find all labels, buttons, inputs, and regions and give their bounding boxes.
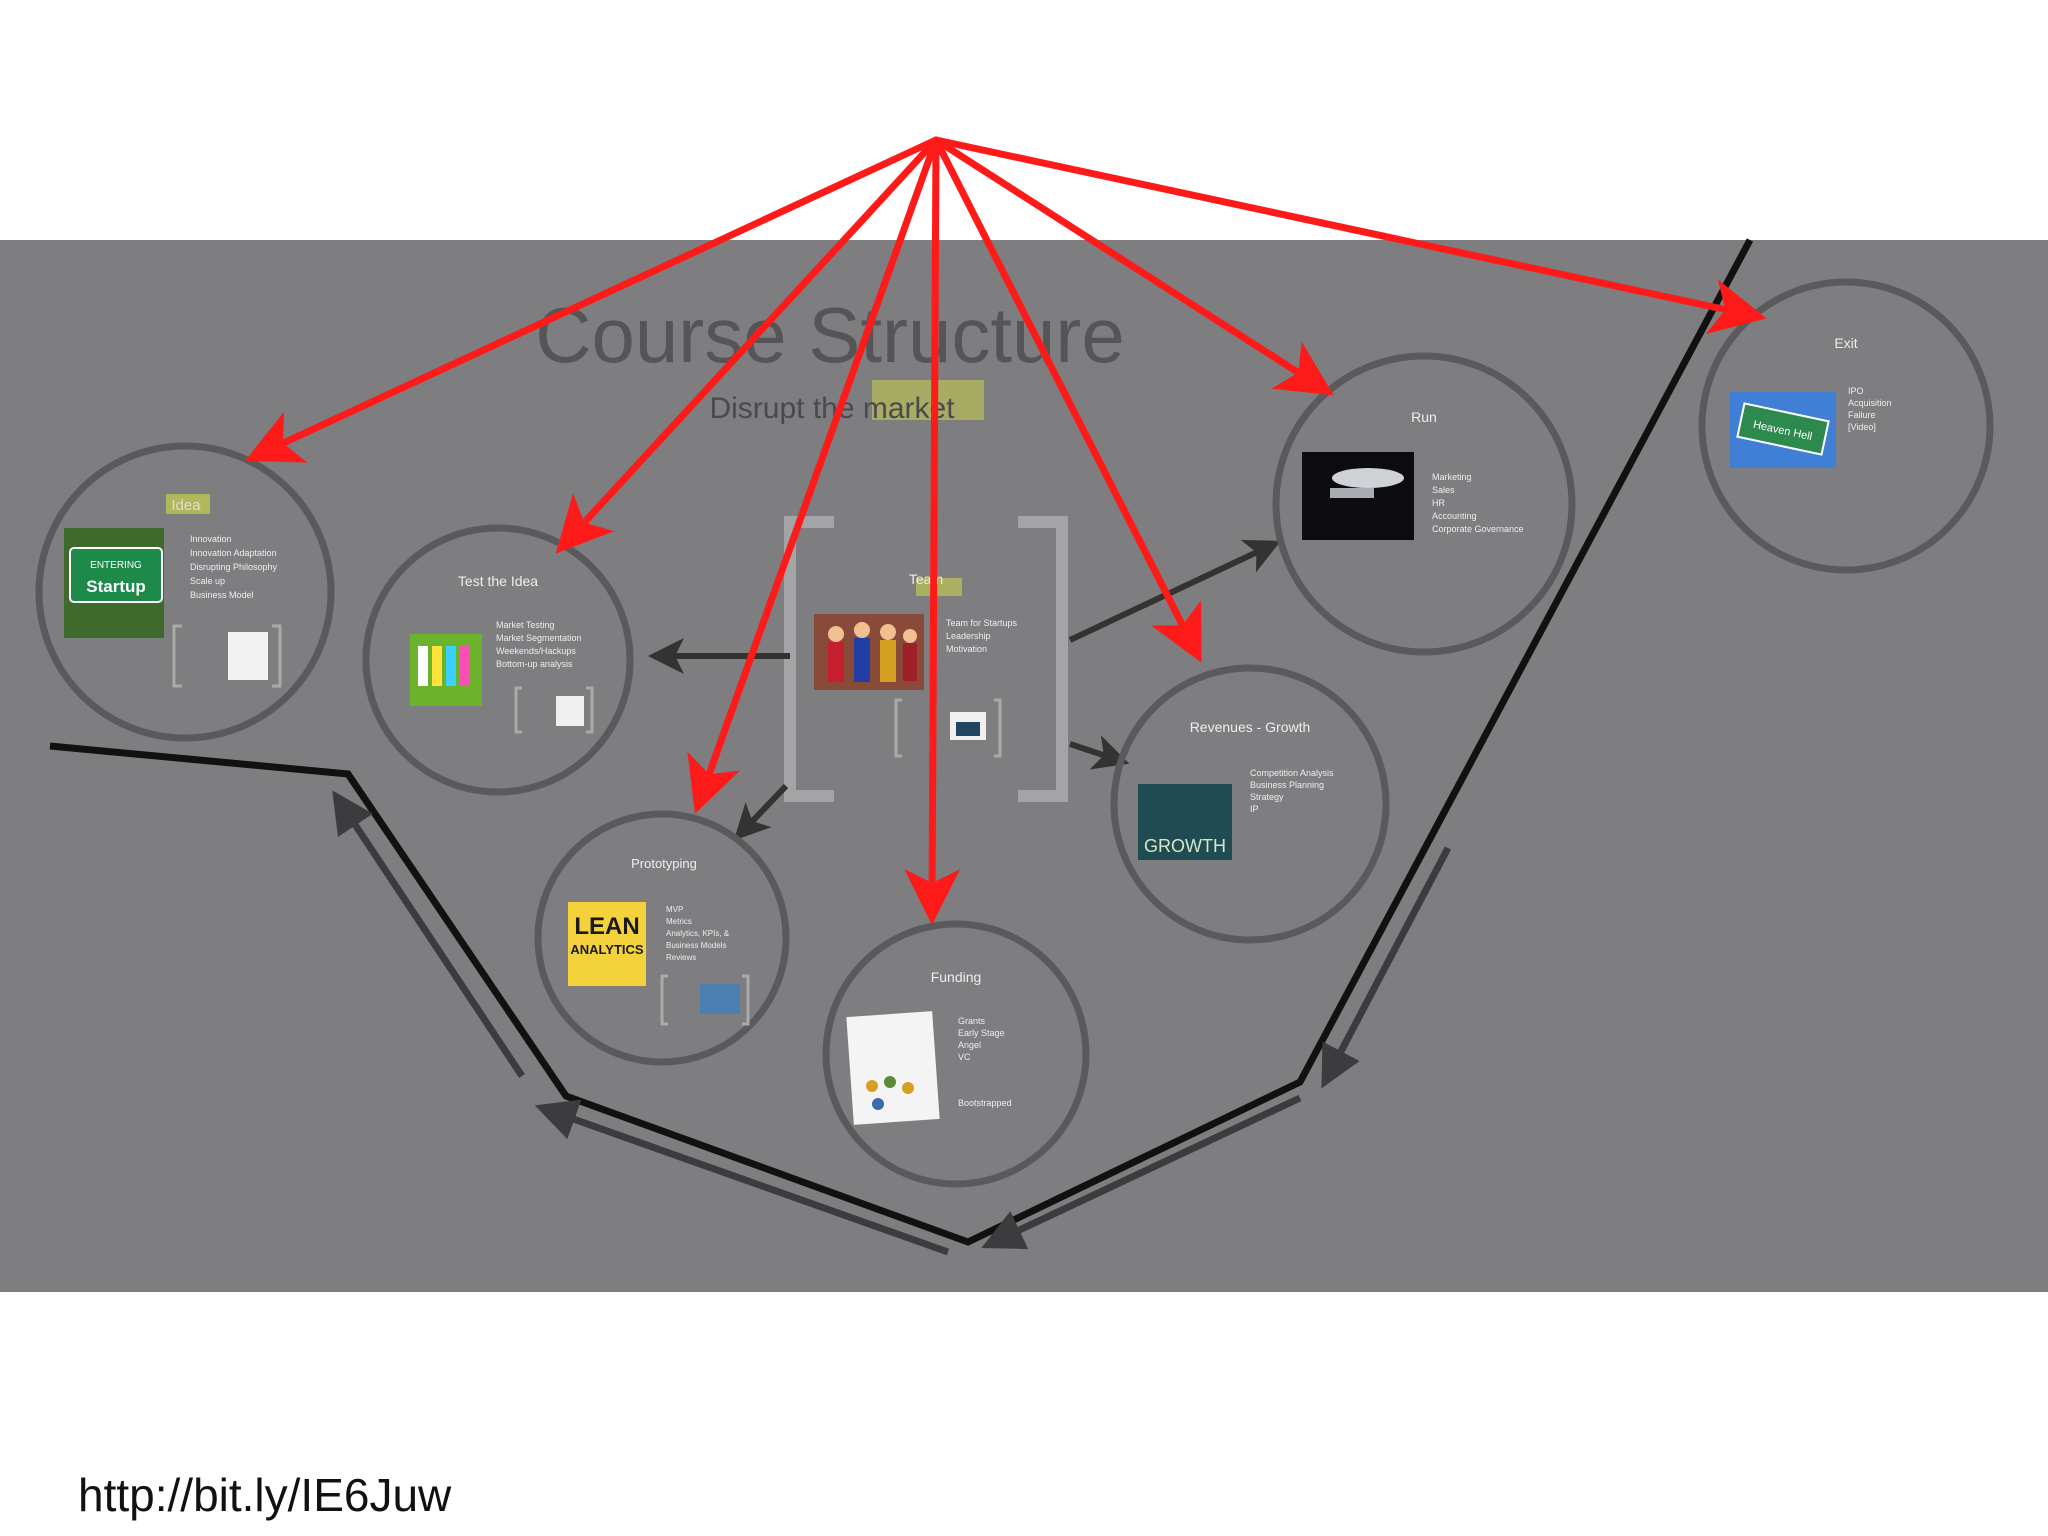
flow-arrow-left (340, 802, 522, 1076)
prototyping-sub-image (700, 984, 740, 1014)
team-sub-image-inner (956, 722, 980, 736)
test-bullets: Market Testing Market Segmentation Weeke… (496, 620, 582, 669)
exit-bullets: IPO Acquisition Failure [Video] (1848, 386, 1892, 432)
revenues-bullets: Competition Analysis Business Planning S… (1250, 768, 1334, 814)
exit-bullet: Acquisition (1848, 398, 1892, 408)
team-bullet: Motivation (946, 644, 987, 654)
prototyping-title: Prototyping (631, 856, 697, 871)
prototyping-book-line2: ANALYTICS (570, 942, 644, 957)
test-title: Test the Idea (458, 573, 538, 589)
exit-bullet: IPO (1848, 386, 1864, 396)
team-bullet: Team for Startups (946, 618, 1018, 628)
team-title: Team (909, 571, 943, 587)
funding-title: Funding (931, 969, 982, 985)
run-title: Run (1411, 409, 1437, 425)
exit-title: Exit (1834, 335, 1857, 351)
flow-arrow-right (1328, 848, 1448, 1076)
test-bullet: Bottom-up analysis (496, 659, 573, 669)
team-bullets: Team for Startups Leadership Motivation (946, 618, 1018, 654)
funding-image (846, 1011, 939, 1125)
funding-bullet: Grants (958, 1016, 986, 1026)
footer-link[interactable]: http://bit.ly/IE6Juw (78, 1468, 451, 1522)
exit-bullet: Failure (1848, 410, 1876, 420)
red-arrow-to-exit (936, 140, 1746, 314)
team-to-prototyping-arrow (742, 786, 786, 832)
team-bracket-right (1018, 522, 1062, 796)
run-bullet: Sales (1432, 485, 1455, 495)
funding-extra: Bootstrapped (958, 1098, 1012, 1108)
revenues-image-text: GROWTH (1144, 836, 1226, 856)
test-sub-image (556, 696, 584, 726)
prototyping-book-line1: LEAN (574, 913, 639, 940)
revenues-title: Revenues - Growth (1190, 719, 1311, 735)
test-bullet: Weekends/Hackups (496, 646, 576, 656)
revenues-bullet: Competition Analysis (1250, 768, 1334, 778)
funding-bullet: Angel (958, 1040, 981, 1050)
exit-bullet: [Video] (1848, 422, 1876, 432)
prototyping-bullet: MVP (666, 905, 683, 914)
flow-arrow-bottom-left (548, 1110, 948, 1252)
idea-title: Idea (171, 497, 201, 514)
prototyping-bullets: MVP Metrics Analytics, KPIs, & Business … (666, 905, 730, 962)
idea-sub-image (228, 632, 268, 680)
run-bullets: Marketing Sales HR Accounting Corporate … (1432, 472, 1524, 534)
revenues-bullet: Strategy (1250, 792, 1284, 802)
run-bullet: Corporate Governance (1432, 524, 1524, 534)
run-image-ship (1332, 468, 1404, 488)
test-bullet: Market Segmentation (496, 633, 582, 643)
run-image-ship-body (1330, 488, 1374, 498)
idea-bullet: Business Model (190, 590, 254, 600)
revenues-bullet: Business Planning (1250, 780, 1324, 790)
run-bullet: HR (1432, 498, 1445, 508)
prototyping-bullet: Business Models (666, 941, 726, 950)
red-arrow-to-prototyping (702, 140, 936, 794)
idea-bullets: Innovation Innovation Adaptation Disrupt… (190, 534, 278, 600)
team-bullet: Leadership (946, 631, 991, 641)
run-bullet: Marketing (1432, 472, 1472, 482)
funding-bullets: Grants Early Stage Angel VC Bootstrapped (958, 1016, 1012, 1108)
idea-bullet: Scale up (190, 576, 225, 586)
idea-sign-line2: Startup (86, 577, 146, 596)
test-bullet: Market Testing (496, 620, 554, 630)
flow-arrow-bottom-right (994, 1098, 1300, 1242)
funding-bullet: VC (958, 1052, 971, 1062)
team-to-revenues-arrow (1070, 744, 1118, 760)
idea-sign-line1: ENTERING (90, 560, 142, 571)
prototyping-bullet: Reviews (666, 953, 696, 962)
prototyping-bullet: Analytics, KPIs, & (666, 929, 730, 938)
idea-bullet: Disrupting Philosophy (190, 562, 278, 572)
run-bullet: Accounting (1432, 511, 1477, 521)
revenues-bullet: IP (1250, 804, 1259, 814)
red-arrow-to-funding (932, 140, 936, 904)
idea-bullet: Innovation (190, 534, 232, 544)
idea-bullet: Innovation Adaptation (190, 548, 277, 558)
prototyping-bullet: Metrics (666, 917, 692, 926)
funding-bullet: Early Stage (958, 1028, 1005, 1038)
